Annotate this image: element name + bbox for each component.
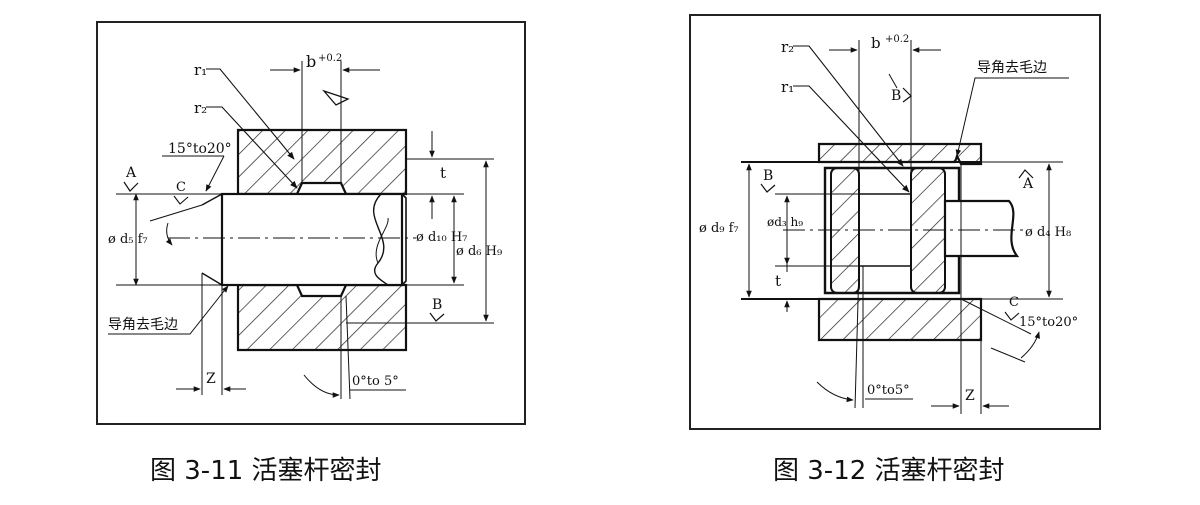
angle-top-leader <box>205 155 225 192</box>
angle-top-label: 15°to20° <box>168 141 232 157</box>
d4-label: ø d₄ H₈ <box>1025 225 1071 240</box>
lead-in-chamfer-top <box>201 193 223 206</box>
b-mark-label: B <box>432 297 442 313</box>
b-mark-left <box>760 183 776 193</box>
d9-label: ø d₉ f₇ <box>699 221 739 236</box>
draft-arc <box>303 374 340 398</box>
b-mark-top-slash <box>888 73 898 89</box>
figure-3-11-frame: b +0.2 r₁ r₂ A 15°to20° C ø d₅ f₇ t ø d₁… <box>96 21 526 425</box>
housing-bottom <box>236 283 408 352</box>
c-mark <box>1004 311 1020 321</box>
b-mark-top <box>902 87 912 103</box>
r1-leader <box>206 68 295 160</box>
d5-label: ø d₅ f₇ <box>108 232 148 247</box>
r2-leader <box>206 106 298 189</box>
housing-top <box>236 128 408 196</box>
b-mark-top-label: B <box>891 88 901 104</box>
figure-3-12-caption: 图 3-12 活塞杆密封 <box>773 456 1005 486</box>
z-label: Z <box>965 388 975 404</box>
angle-arc <box>165 222 173 246</box>
rod-seal-diagram: b +0.2 r₁ r₂ A 15°to20° C ø d₅ f₇ t ø d₁… <box>108 52 502 400</box>
b-label: b <box>871 34 881 52</box>
c-mark <box>173 195 189 205</box>
d6-label: ø d₆ H₉ <box>456 244 502 259</box>
b-label: b <box>306 52 316 71</box>
b-mark <box>429 312 445 322</box>
d10-label: ø d₁₀ H₇ <box>416 230 467 245</box>
b-tolerance: +0.2 <box>885 34 909 45</box>
chamfer-leader <box>108 285 229 335</box>
break-line <box>373 193 389 286</box>
b-mark-left-label: B <box>763 168 773 184</box>
a-mark <box>123 181 139 192</box>
lead-in-chamfer-bottom <box>201 272 223 286</box>
draft-line-b <box>345 295 351 400</box>
groove-bottom <box>296 284 347 297</box>
piston-seal-diagram: b +0.2 B r₂ r₁ 导角去毛边 A B ø d₉ f₇ ød₃ h₉ … <box>699 34 1078 414</box>
figure-3-11-caption: 图 3-11 活塞杆密封 <box>150 456 382 486</box>
z-label: Z <box>206 371 216 387</box>
draft-line-a <box>854 265 860 409</box>
chamfer-note: 导角去毛边 <box>977 60 1047 76</box>
angle-right-label: 15°to20° <box>1019 315 1078 330</box>
b-tolerance: +0.2 <box>318 53 342 64</box>
r2-label: r₂ <box>781 38 794 56</box>
c-label: C <box>176 180 186 195</box>
chamfer-ext-line <box>149 204 203 222</box>
angle-bottom-label: 0°to 5° <box>352 374 399 389</box>
r1-label: r₁ <box>194 61 207 79</box>
surface-finish-mark <box>321 89 350 106</box>
r1-label: r₁ <box>781 78 794 96</box>
d3-label: ød₃ h₉ <box>767 215 803 229</box>
t-label: t <box>440 164 446 182</box>
r2-label: r₂ <box>194 99 207 117</box>
angle-right-leader <box>990 347 1026 363</box>
piston-rod <box>220 192 404 287</box>
groove-top <box>296 182 347 195</box>
chamfer-ext-line <box>960 298 1032 335</box>
chamfer-note: 导角去毛边 <box>108 317 178 333</box>
r1-leader <box>793 85 910 193</box>
piston-rod <box>943 199 1020 258</box>
chamfer-leader <box>955 77 1069 157</box>
figure-3-12-frame: b +0.2 B r₂ r₁ 导角去毛边 A B ø d₉ f₇ ød₃ h₉ … <box>689 14 1101 430</box>
c-label: C <box>1009 295 1019 310</box>
a-label: A <box>125 165 137 181</box>
draft-arc <box>816 381 854 403</box>
a-mark <box>1018 169 1034 179</box>
angle-right-arc <box>1020 331 1040 359</box>
a-label: A <box>1022 176 1034 192</box>
cylinder-bottom <box>817 297 983 342</box>
t-label: t <box>775 272 781 290</box>
r2-leader <box>793 45 904 167</box>
angle-bottom-label: 0°to5° <box>867 383 910 398</box>
rod-end <box>401 193 407 286</box>
